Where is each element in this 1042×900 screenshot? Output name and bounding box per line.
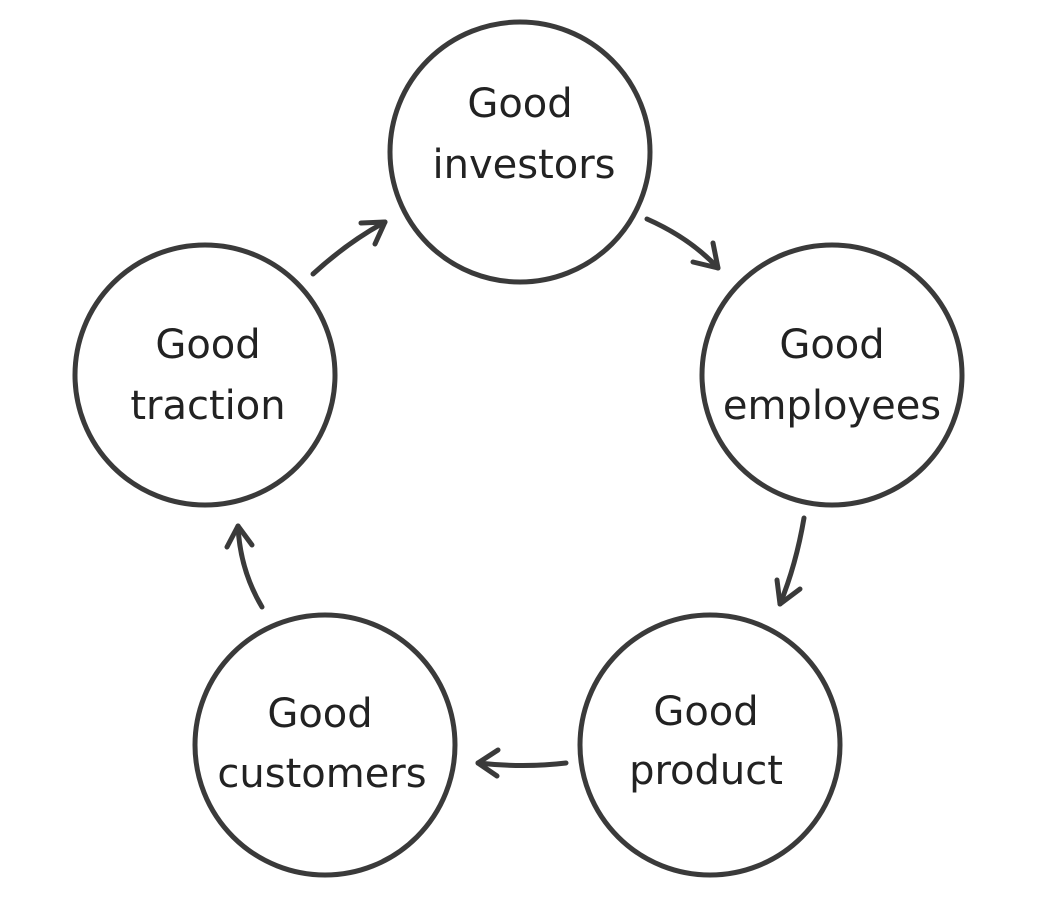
node-employees: Good employees <box>699 242 965 508</box>
node-customers-line2: customers <box>217 751 426 797</box>
node-employees-label: Good <box>779 322 884 368</box>
node-employees-line2: employees <box>723 383 941 429</box>
node-investors-line2: investors <box>432 142 615 188</box>
arrow-employees-to-product-head <box>774 577 803 607</box>
arrow-customers-to-traction-shaft <box>235 523 265 610</box>
node-product-line2: product <box>629 748 783 794</box>
node-customers: Good customers <box>192 612 458 878</box>
node-traction-label-2: traction <box>130 383 285 429</box>
node-traction-circle <box>72 242 338 508</box>
node-investors-label: Good <box>467 81 572 127</box>
arrow-product-to-customers-head <box>475 747 501 779</box>
arrow-employees-to-product-shaft <box>777 515 807 607</box>
node-traction: Good traction <box>72 242 338 508</box>
arrow-investors-to-employees-head <box>690 240 721 271</box>
node-customers-circle <box>192 612 458 878</box>
arrow-product-to-customers-shaft <box>475 760 569 768</box>
node-product: Good product <box>577 612 843 878</box>
node-traction-label: Good <box>155 322 260 368</box>
node-employees-line1: Good <box>779 322 884 368</box>
arrow-traction-to-investors-shaft <box>310 219 388 277</box>
node-traction-line1: Good <box>155 322 260 368</box>
arrow-investors-to-employees-shaft <box>644 216 721 271</box>
node-product-label-2: product <box>629 748 783 794</box>
node-employees-label-2: employees <box>723 383 941 429</box>
arrow-traction-to-investors-head <box>358 219 388 247</box>
node-customers-label-2: customers <box>217 751 426 797</box>
node-investors-circle <box>387 19 653 285</box>
node-product-circle <box>577 612 843 878</box>
node-customers-label: Good <box>267 691 372 737</box>
node-employees-circle <box>699 242 965 508</box>
arrow-employees-to-product <box>774 515 807 607</box>
node-investors: Good investors <box>387 19 653 285</box>
node-product-line1: Good <box>653 689 758 735</box>
arrow-investors-to-employees <box>644 216 721 271</box>
arrow-traction-to-investors <box>310 219 388 277</box>
node-product-label: Good <box>653 689 758 735</box>
arrow-product-to-customers <box>475 747 569 779</box>
node-customers-line1: Good <box>267 691 372 737</box>
arrow-customers-to-traction-head <box>224 523 255 550</box>
node-investors-line1: Good <box>467 81 572 127</box>
arrow-customers-to-traction <box>224 523 265 610</box>
node-investors-label-2: investors <box>432 142 615 188</box>
node-traction-line2: traction <box>130 383 285 429</box>
